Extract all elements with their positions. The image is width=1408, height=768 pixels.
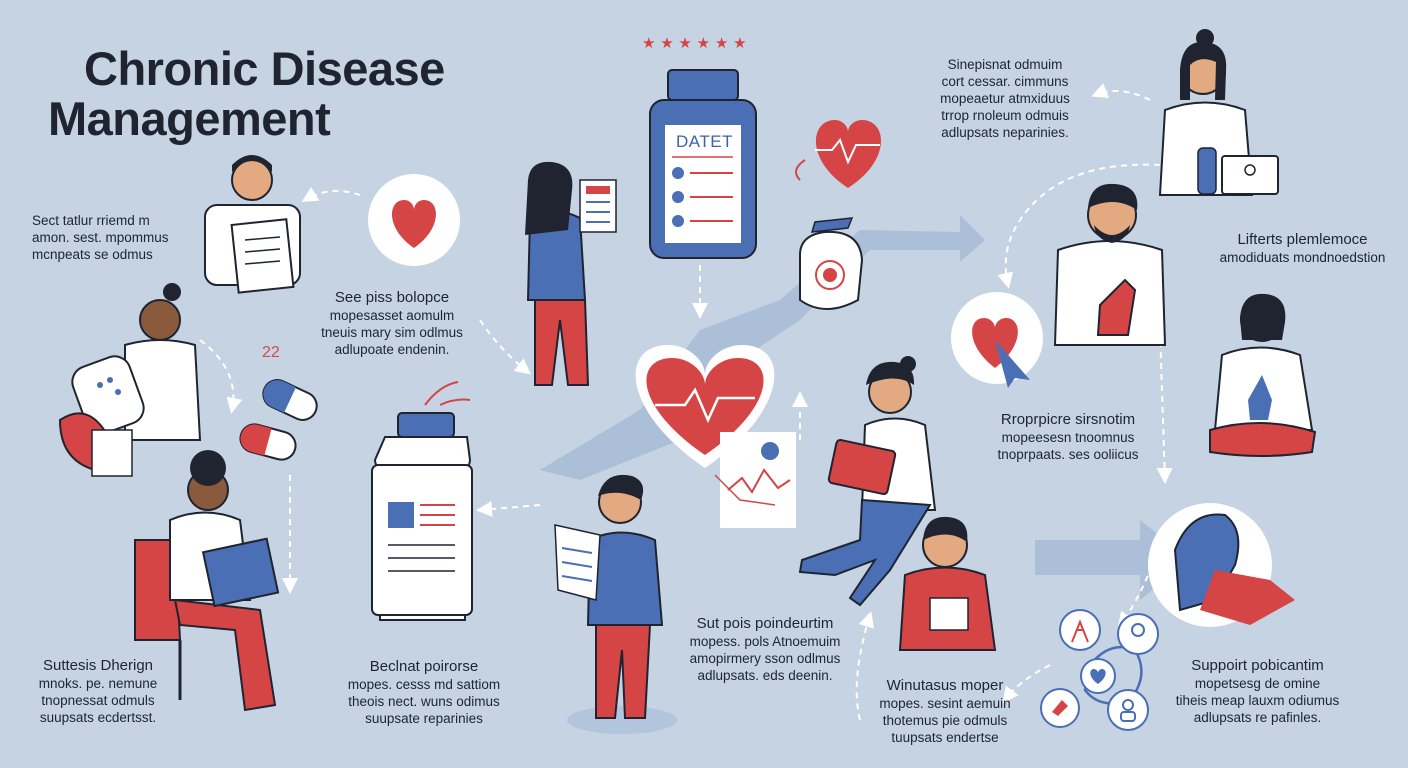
pill-count-label: 22: [262, 344, 280, 361]
medicine-bottle-top: [649, 69, 757, 259]
patient-laptop-figure: [134, 450, 280, 712]
doctor-tablet-seated-figure: [798, 356, 937, 607]
title-line-1: Chronic Disease: [84, 42, 445, 95]
doctor-clipboard-figure: [204, 155, 301, 294]
man-document-figure: [554, 474, 677, 734]
support-hand-circle: [1148, 503, 1295, 627]
female-doctor-seated-figure: [1209, 293, 1317, 457]
man-folder-figure: [898, 516, 997, 651]
medical-device-icon: [799, 217, 864, 310]
bottle-label: DATET: [676, 132, 733, 151]
title-line-2: Management: [48, 92, 331, 145]
medicine-bottle-left: [371, 381, 473, 621]
bearded-doctor-figure: [1053, 183, 1167, 346]
rating-stars: ★ ★ ★ ★ ★ ★: [642, 34, 747, 52]
care-network-hub: [1040, 609, 1159, 731]
woman-chart-figure: [525, 161, 617, 386]
heart-pulse-icon-top: [795, 120, 881, 188]
female-doctor-laptop-figure: [1158, 29, 1279, 196]
capsule-pills: [239, 379, 318, 461]
heart-cursor-icon: [951, 292, 1043, 388]
doctor-stethoscope-figure: [58, 283, 202, 477]
heart-icon-circle: [368, 174, 460, 266]
trend-chart-card: [714, 432, 796, 528]
page-title: Chronic Disease Management: [48, 44, 445, 144]
